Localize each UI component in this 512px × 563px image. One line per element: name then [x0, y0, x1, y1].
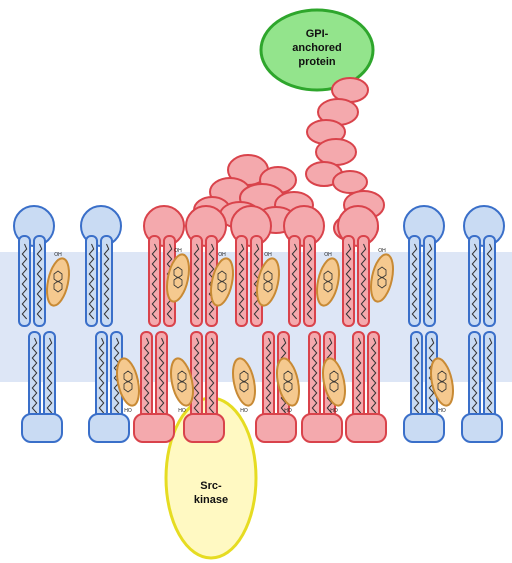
hydroxyl-label: HO: [284, 408, 292, 414]
hydroxyl-label: HO: [240, 408, 248, 414]
upper-phospholipid-8: [403, 205, 445, 327]
hydroxyl-label: OH: [54, 252, 62, 258]
gpi-anchored-protein: [259, 8, 375, 92]
lipid-molecules: OH OH OH OH OH OH HO HO HO HO HO HO: [13, 205, 505, 443]
upper-cholesterol-4: OH: [256, 252, 280, 307]
hydroxyl-label: OH: [264, 252, 272, 258]
lower-phospholipid-7: [345, 331, 387, 443]
upper-phospholipid-3: [143, 205, 185, 327]
hydroxyl-label: OH: [378, 248, 386, 254]
hydroxyl-label: HO: [124, 408, 132, 414]
upper-cholesterol-5: OH: [316, 252, 340, 307]
src-label-line2: kinase: [194, 494, 228, 506]
hydroxyl-label: HO: [330, 408, 338, 414]
upper-phospholipid-7: [337, 205, 379, 327]
lower-phospholipid-3: [133, 331, 175, 443]
src-label-line1: Src-: [200, 480, 222, 492]
gpi-label-line2: anchored: [292, 42, 342, 54]
upper-cholesterol-1: OH: [46, 252, 70, 307]
lower-phospholipid-1: [21, 331, 63, 443]
lower-phospholipid-4: [183, 331, 225, 443]
upper-phospholipid-1: [13, 205, 55, 327]
gpi-label-line3: protein: [298, 56, 336, 68]
upper-phospholipid-6: [283, 205, 325, 327]
upper-cholesterol-3: OH: [210, 252, 234, 307]
upper-phospholipid-2: [80, 205, 122, 327]
hydroxyl-label: OH: [324, 252, 332, 258]
lower-cholesterol-2: HO: [170, 357, 194, 414]
upper-cholesterol-6: OH: [370, 248, 394, 303]
lower-phospholipid-2: [88, 331, 130, 443]
lower-cholesterol-4: HO: [276, 357, 300, 414]
lower-cholesterol-6: HO: [430, 357, 454, 414]
hydroxyl-label: OH: [174, 248, 182, 254]
lower-phospholipid-9: [461, 331, 503, 443]
gpi-label-line1: GPI-: [306, 28, 329, 40]
hydroxyl-label: HO: [438, 408, 446, 414]
lower-cholesterol-1: HO: [116, 357, 140, 414]
lower-cholesterol-3: HO: [232, 357, 256, 414]
hydroxyl-label: OH: [218, 252, 226, 258]
lower-cholesterol-5: HO: [322, 357, 346, 414]
upper-phospholipid-9: [463, 205, 505, 327]
gpi-label: GPI- anchored protein: [292, 28, 342, 68]
upper-cholesterol-2: OH: [166, 248, 190, 303]
hydroxyl-label: HO: [178, 408, 186, 414]
src-kinase-label: Src- kinase: [194, 480, 228, 506]
